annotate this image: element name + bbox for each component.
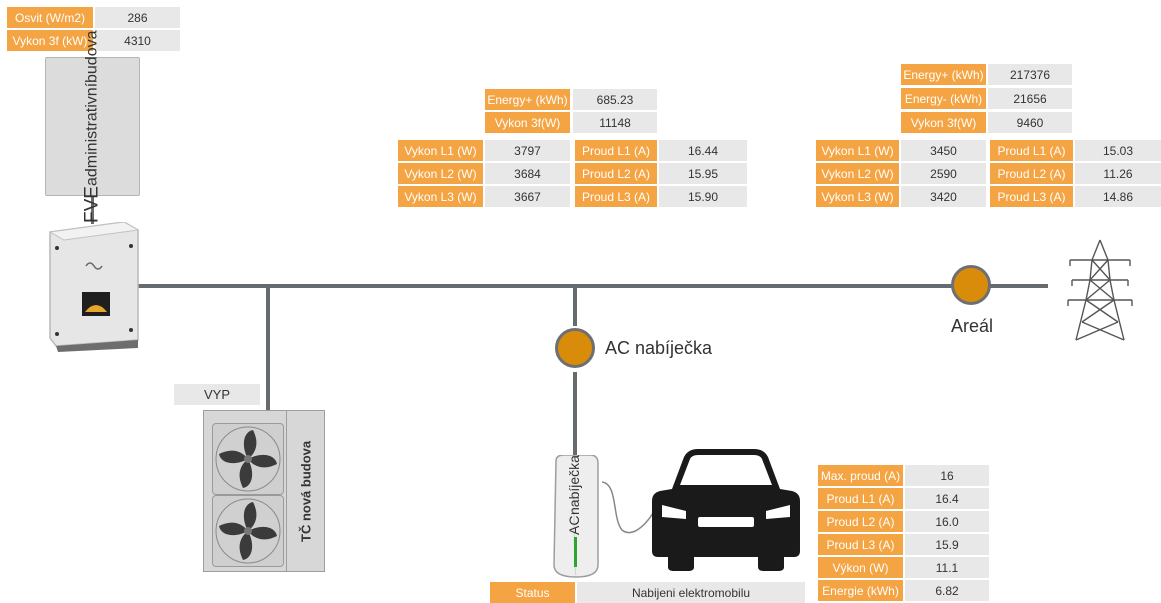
fve-title-line2: administrativní <box>83 82 101 186</box>
areal-l2-current-value: 11.26 <box>1075 163 1161 184</box>
charger-wire-upper <box>573 286 577 326</box>
ac-l1-current-label: Proud L1 (A) <box>575 140 657 161</box>
ac-l3-power-value: 3667 <box>485 186 570 207</box>
areal-meter-icon[interactable] <box>951 265 991 305</box>
ac-charger-meter-icon[interactable] <box>555 328 595 368</box>
areal-l3-power-label: Vykon L3 (W) <box>816 186 899 207</box>
fve-wire <box>91 196 94 224</box>
areal-energy-minus-label: Energy- (kWh) <box>901 88 986 109</box>
ac-power3f-value: 11148 <box>573 112 657 133</box>
charger-l2-current-label: Proud L2 (A) <box>818 511 903 532</box>
grid-pylon-icon <box>1066 238 1134 342</box>
charger-status-value: Nabijeni elektromobilu <box>577 582 805 603</box>
ac-l2-power-value: 3684 <box>485 163 570 184</box>
areal-power3f-label: Vykon 3f(W) <box>901 112 986 133</box>
heatpump-fan-top <box>212 423 284 495</box>
charging-cable <box>600 478 660 538</box>
fve-building-title: FVE administrativní budova <box>46 30 139 223</box>
charger-l2-current-value: 16.0 <box>905 511 989 532</box>
ac-l2-current-label: Proud L2 (A) <box>575 163 657 184</box>
ac-l3-current-label: Proud L3 (A) <box>575 186 657 207</box>
charger-label-line1: AC <box>566 515 582 535</box>
ac-l3-power-label: Vykon L3 (W) <box>398 186 483 207</box>
ac-l2-current-value: 15.95 <box>659 163 747 184</box>
areal-energy-plus-value: 217376 <box>988 64 1072 85</box>
charger-energy-label: Energie (kWh) <box>818 580 903 601</box>
fve-power-label: Vykon 3f (kW) <box>7 30 93 51</box>
main-bus-wire <box>138 284 1048 288</box>
areal-l3-current-value: 14.86 <box>1075 186 1161 207</box>
ac-l1-power-value: 3797 <box>485 140 570 161</box>
osvit-value: 286 <box>95 7 180 28</box>
fve-building-box[interactable]: FVE administrativní budova <box>45 30 140 223</box>
fve-power-value: 4310 <box>95 30 180 51</box>
heatpump-state-badge[interactable]: VYP <box>174 384 260 405</box>
charger-label-line2: nabíječka <box>566 455 582 516</box>
heatpump-fan-bottom <box>212 495 284 567</box>
fan-icon <box>215 426 281 492</box>
ac-energy-value: 685.23 <box>573 89 657 110</box>
heatpump-wire <box>266 286 270 412</box>
ac-l3-current-value: 15.90 <box>659 186 747 207</box>
areal-energy-plus-label: Energy+ (kWh) <box>901 64 986 85</box>
charger-power-value: 11.1 <box>905 557 989 578</box>
ac-l2-power-label: Vykon L2 (W) <box>398 163 483 184</box>
osvit-label: Osvit (W/m2) <box>7 7 93 28</box>
areal-l3-current-label: Proud L3 (A) <box>990 186 1073 207</box>
fve-title-line1: FVE <box>81 185 103 223</box>
charger-icon[interactable]: AC nabíječka <box>550 455 602 580</box>
areal-power3f-value: 9460 <box>988 112 1072 133</box>
ac-power3f-label: Vykon 3f(W) <box>485 112 570 133</box>
charger-wire-lower <box>573 372 577 456</box>
fve-title-line3: budova <box>83 30 101 83</box>
areal-l2-power-label: Vykon L2 (W) <box>816 163 899 184</box>
ac-charger-meter-label: AC nabíječka <box>605 338 713 358</box>
areal-l3-power-value: 3420 <box>901 186 986 207</box>
heatpump-divider <box>286 411 287 571</box>
areal-l1-current-label: Proud L1 (A) <box>990 140 1073 161</box>
charger-l3-current-label: Proud L3 (A) <box>818 534 903 555</box>
areal-l1-current-value: 15.03 <box>1075 140 1161 161</box>
areal-l1-power-value: 3450 <box>901 140 986 161</box>
charger-max-current-value: 16 <box>905 465 989 486</box>
charger-l1-current-label: Proud L1 (A) <box>818 488 903 509</box>
areal-meter-label: Areál <box>951 316 994 336</box>
fan-icon <box>215 498 281 564</box>
charger-l3-current-value: 15.9 <box>905 534 989 555</box>
charger-label: AC nabíječka <box>554 455 594 535</box>
car-icon <box>650 445 802 571</box>
areal-l1-power-label: Vykon L1 (W) <box>816 140 899 161</box>
charger-max-current-label: Max. proud (A) <box>818 465 903 486</box>
heatpump-unit[interactable]: TČ nová budova <box>203 410 325 572</box>
heatpump-name: TČ nová budova <box>298 440 314 542</box>
charger-energy-value: 6.82 <box>905 580 989 601</box>
ac-l1-power-label: Vykon L1 (W) <box>398 140 483 161</box>
areal-energy-minus-value: 21656 <box>988 88 1072 109</box>
ac-l1-current-value: 16.44 <box>659 140 747 161</box>
inverter-icon[interactable] <box>46 221 142 352</box>
charger-power-label: Výkon (W) <box>818 557 903 578</box>
areal-l2-power-value: 2590 <box>901 163 986 184</box>
ac-energy-label: Energy+ (kWh) <box>485 89 570 110</box>
charger-status-label: Status <box>490 582 575 603</box>
areal-l2-current-label: Proud L2 (A) <box>990 163 1073 184</box>
charger-l1-current-value: 16.4 <box>905 488 989 509</box>
